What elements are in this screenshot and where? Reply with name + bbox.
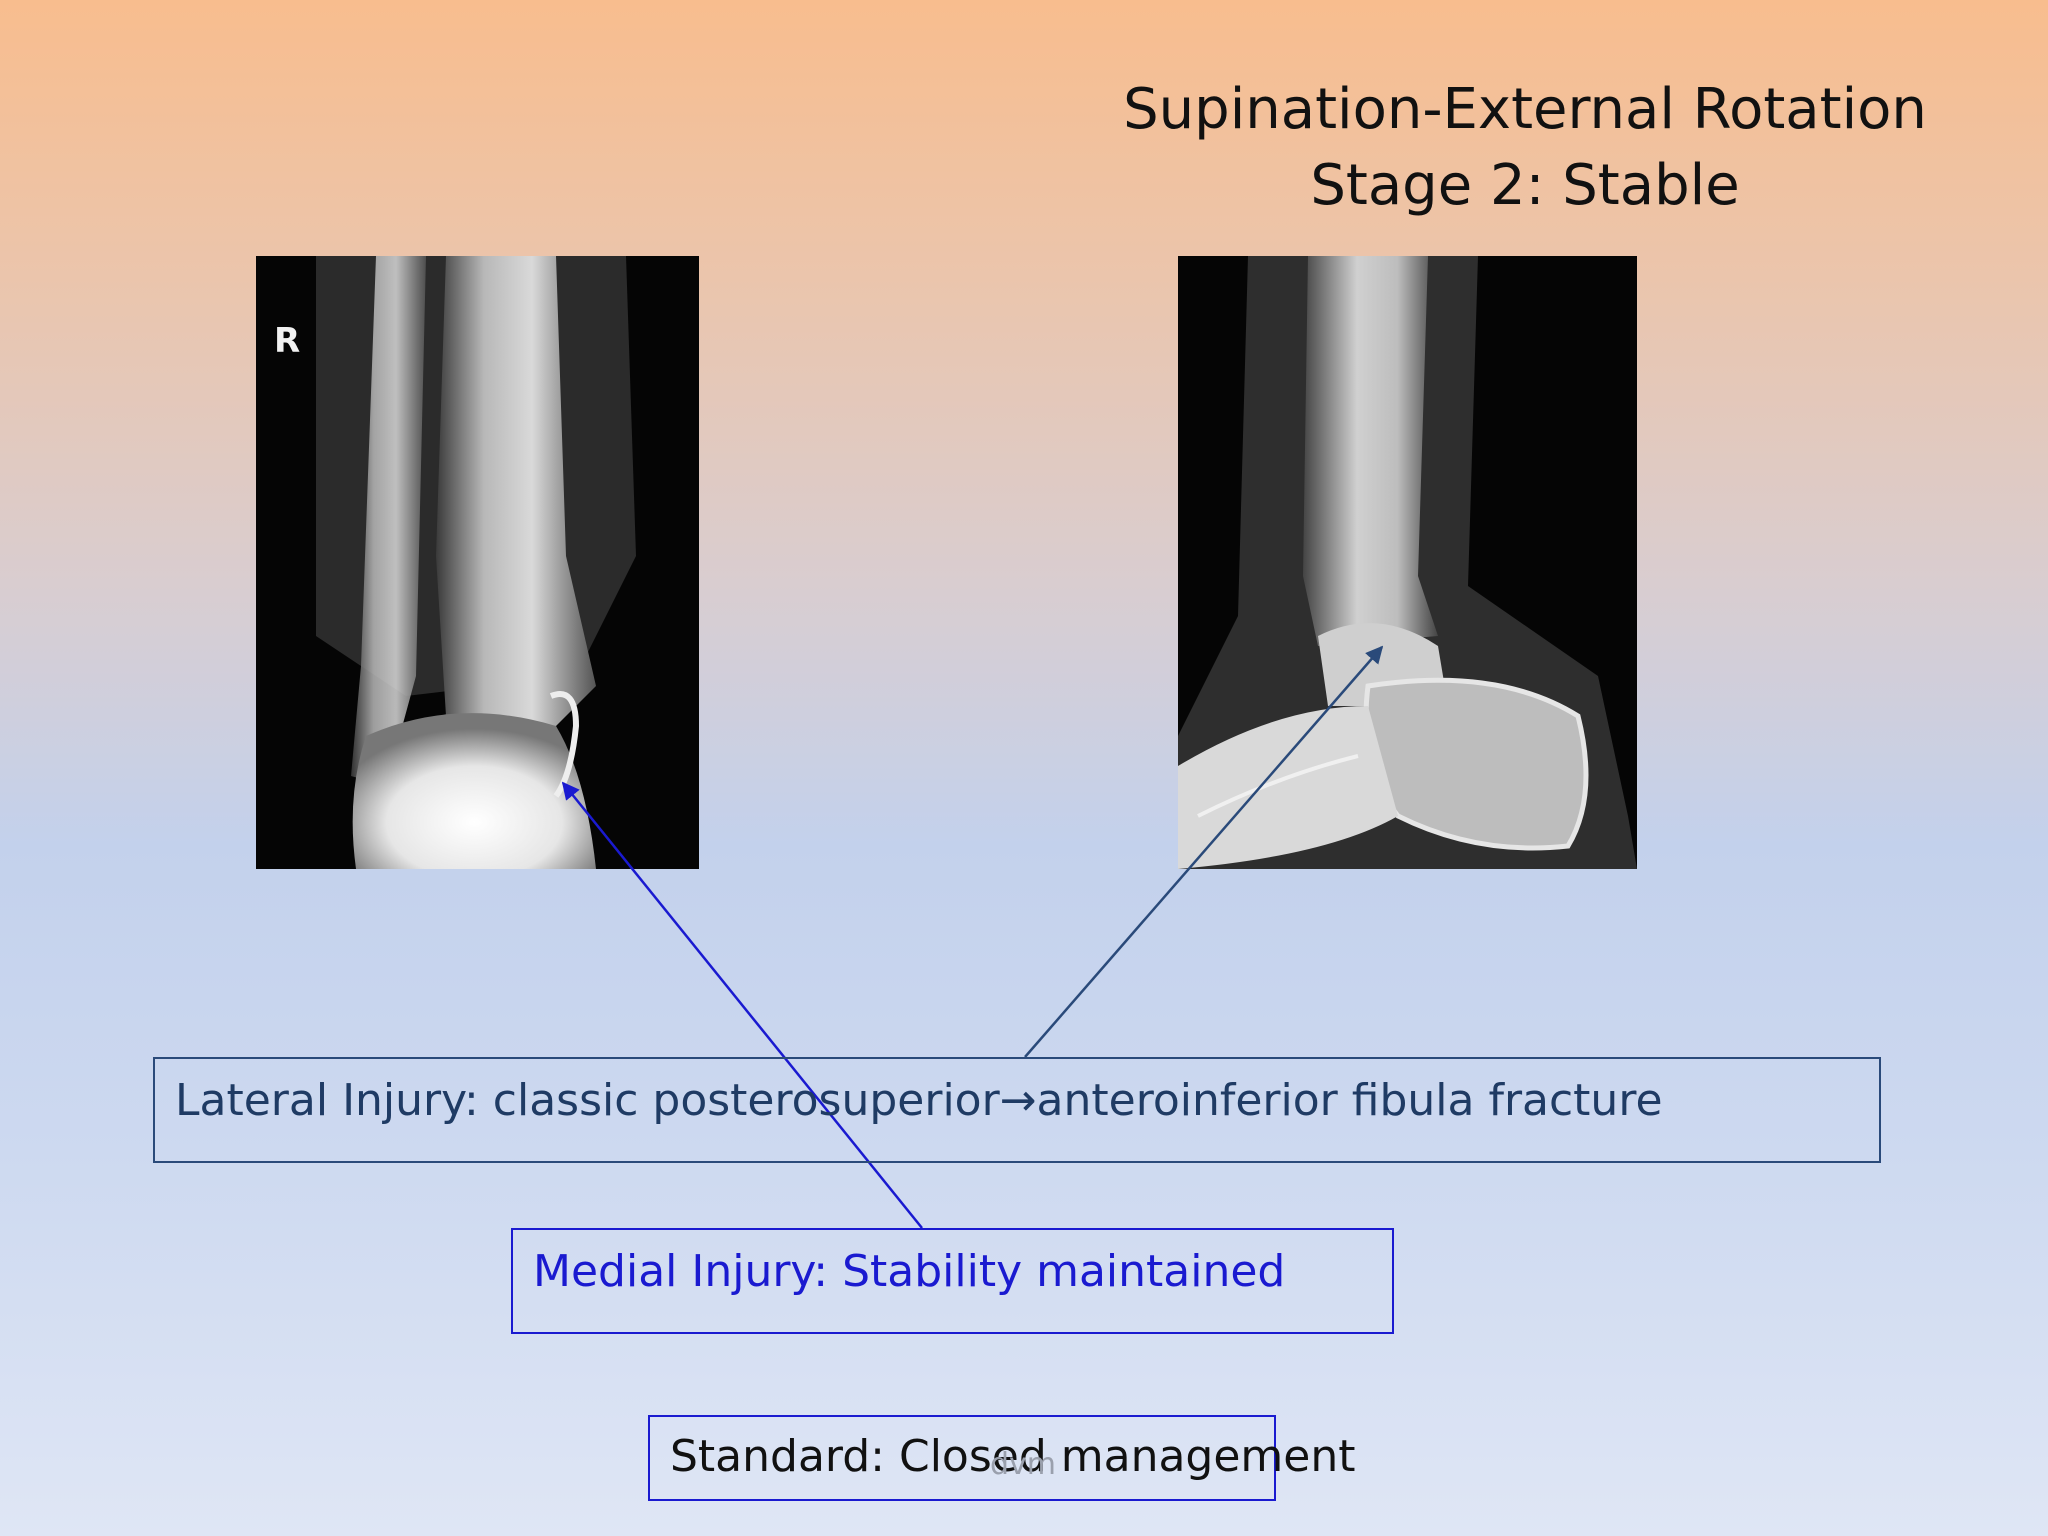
title-line-1: Supination-External Rotation: [1123, 77, 1927, 142]
lateral-injury-box: Lateral Injury: classic posterosuperior→…: [153, 1057, 1881, 1163]
slide-title: Supination-External Rotation Stage 2: St…: [1110, 72, 1940, 224]
xray-ap-marker: R: [274, 321, 300, 361]
medial-injury-box: Medial Injury: Stability maintained: [511, 1228, 1394, 1334]
standard-management-box: Standard: Closed management: [648, 1415, 1356, 1501]
standard-management-label: Standard: Closed management: [670, 1431, 1356, 1482]
xray-lateral-view: [1178, 256, 1637, 869]
title-line-2: Stage 2: Stable: [1310, 153, 1740, 218]
medial-injury-label: Medial Injury: Stability maintained: [533, 1246, 1286, 1297]
watermark: dvm: [990, 1447, 1057, 1482]
xray-ap-view: R: [256, 256, 699, 869]
lateral-injury-label: Lateral Injury: classic posterosuperior→…: [175, 1075, 1663, 1126]
